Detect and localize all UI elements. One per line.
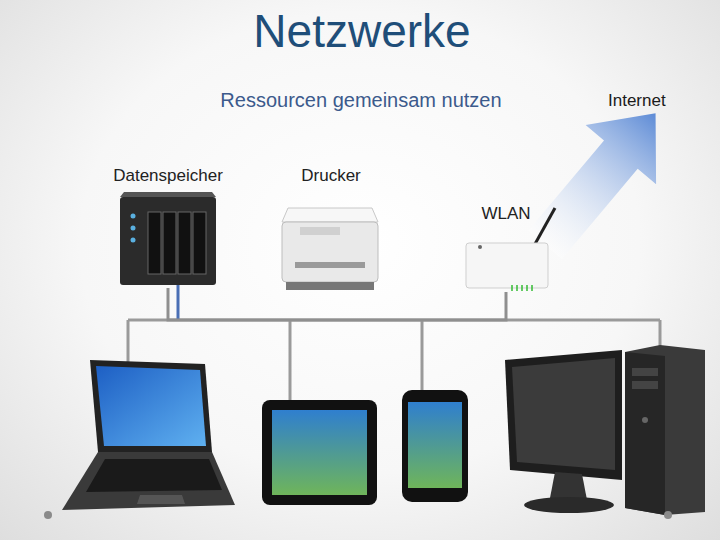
wlan-router (526, 285, 528, 291)
tablet (272, 410, 367, 495)
internet-label: Internet (608, 91, 666, 111)
pc-tower (632, 368, 658, 376)
corner-dot (44, 511, 52, 519)
laptop (62, 452, 235, 510)
node-label: Datenspeicher (100, 166, 236, 186)
laptop (86, 459, 222, 492)
wlan-router (512, 285, 532, 291)
slide-title: Netzwerke (0, 4, 720, 58)
network-bus (421, 320, 424, 390)
monitor (505, 350, 622, 480)
router-node: WLAN (458, 204, 554, 292)
pc-tower (625, 345, 705, 515)
pc-tower (625, 345, 705, 515)
nas-storage (178, 212, 191, 274)
nas-storage (120, 192, 216, 320)
smartphone (402, 390, 468, 502)
network-connector (168, 288, 506, 320)
printer (300, 227, 340, 235)
pc-tower (642, 417, 648, 423)
printer (295, 262, 365, 268)
printer (282, 208, 378, 290)
smartphone (408, 402, 462, 488)
wlan-router (478, 245, 482, 249)
smartphone (402, 390, 468, 502)
monitor (505, 350, 622, 513)
wlan-router (511, 285, 513, 291)
printer (282, 222, 378, 282)
wlan-router (466, 243, 548, 288)
monitor (512, 358, 615, 470)
laptop (137, 495, 185, 504)
tablet (262, 400, 377, 505)
wlan-router (516, 285, 518, 291)
nas-storage (131, 226, 136, 231)
monitor (524, 497, 614, 513)
laptop (96, 366, 206, 446)
wlan-router (531, 285, 533, 291)
pc-tower (632, 381, 658, 389)
nas-storage (120, 192, 216, 197)
corner-dot (44, 511, 672, 519)
pc-tower (625, 352, 665, 515)
nas-storage (148, 212, 161, 274)
storage-node: Datenspeicher (100, 166, 236, 288)
nas-storage (131, 238, 136, 243)
printer-node: Drucker (276, 166, 386, 292)
network-bus (289, 320, 292, 400)
nas-storage (131, 214, 136, 219)
nas-storage (120, 197, 216, 285)
wlan-router (521, 285, 523, 291)
nas-storage (193, 212, 206, 274)
laptop (62, 360, 235, 510)
wlan-router (535, 208, 555, 244)
network-bus (128, 319, 660, 322)
printer (286, 282, 374, 290)
node-label: WLAN (458, 204, 554, 224)
nas-storage (177, 285, 180, 320)
network-bus (659, 320, 662, 347)
corner-dot (664, 511, 672, 519)
laptop (90, 360, 212, 452)
node-label: Drucker (276, 166, 386, 186)
tablet (262, 400, 377, 505)
monitor (550, 472, 587, 500)
printer (282, 208, 378, 222)
nas-storage (163, 212, 176, 274)
network-bus (127, 320, 130, 365)
